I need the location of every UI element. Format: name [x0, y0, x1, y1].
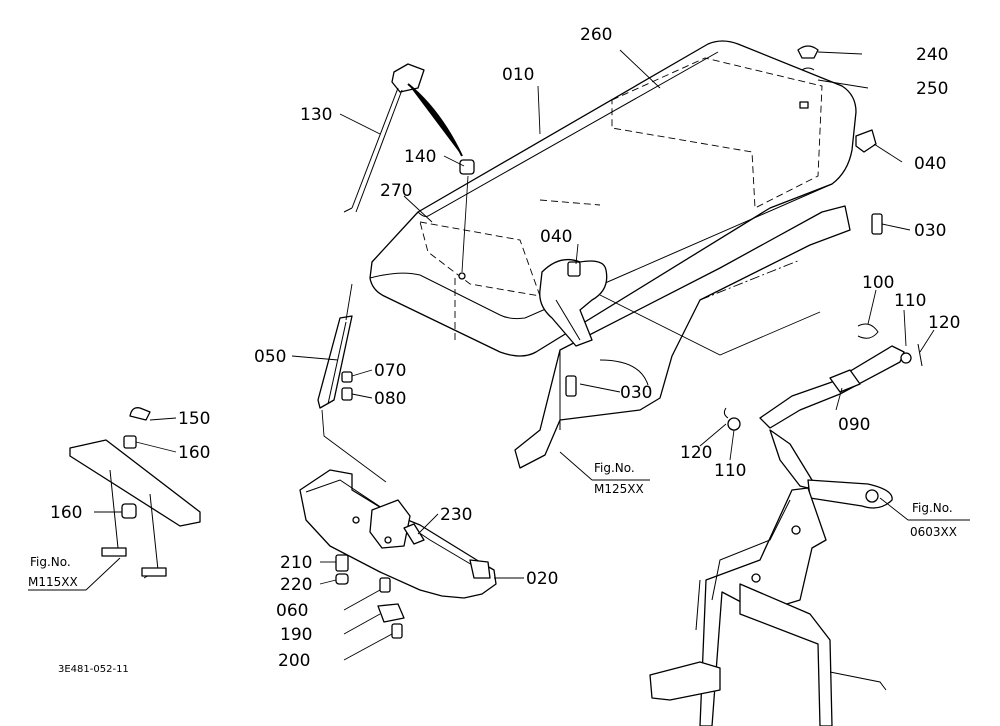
left-bracket — [69, 407, 201, 579]
figure-references: Fig.No. M125XX Fig.No. 0603XX Fig.No. M1… — [28, 461, 957, 589]
fig-ref-number-m125: M125XX — [594, 482, 644, 496]
callout-080: 080 — [374, 389, 406, 409]
support-rod-130 — [343, 63, 463, 213]
leader-lines — [28, 49, 970, 661]
fig-ref-label-m115: Fig.No. — [30, 555, 71, 569]
callout-110-left: 110 — [714, 461, 746, 481]
callout-270: 270 — [380, 181, 412, 201]
callout-030-lower: 030 — [620, 383, 652, 403]
top-right-hardware — [458, 45, 883, 397]
callout-160-lower: 160 — [50, 503, 82, 523]
fig-ref-label-0603: Fig.No. — [912, 501, 953, 515]
hood-010 — [369, 40, 857, 357]
front-bumper-020 — [299, 469, 497, 599]
hinge-arm-090 — [723, 323, 923, 431]
callout-240: 240 — [916, 45, 948, 65]
callout-220: 220 — [280, 575, 312, 595]
callout-250: 250 — [916, 79, 948, 99]
callout-040-right: 040 — [914, 154, 946, 174]
fig-ref-number-0603: 0603XX — [910, 525, 957, 539]
callout-120-left: 120 — [680, 443, 712, 463]
callout-060: 060 — [276, 601, 308, 621]
drawing-code: 3E481-052-11 — [58, 664, 129, 675]
callout-100: 100 — [862, 273, 894, 293]
callout-260: 260 — [580, 25, 612, 45]
callout-160-upper: 160 — [178, 443, 210, 463]
hood-bracket — [539, 258, 608, 347]
callout-050: 050 — [254, 347, 286, 367]
callout-120-right: 120 — [928, 313, 960, 333]
bottom-hardware — [335, 523, 425, 639]
callout-labels: 260 240 010 250 130 140 040 270 030 040 … — [50, 25, 960, 671]
callout-040-center: 040 — [540, 227, 572, 247]
callout-130: 130 — [300, 105, 332, 125]
callout-110-right: 110 — [894, 291, 926, 311]
callout-140: 140 — [404, 147, 436, 167]
callout-230: 230 — [440, 505, 472, 525]
callout-020: 020 — [526, 569, 558, 589]
callout-030-upper: 030 — [914, 221, 946, 241]
side-panel — [514, 205, 851, 469]
fig-ref-number-m115: M115XX — [28, 575, 78, 589]
callout-090: 090 — [838, 415, 870, 435]
callout-070: 070 — [374, 361, 406, 381]
fig-ref-label-m125: Fig.No. — [594, 461, 635, 475]
hinge-strap-050 — [317, 283, 387, 483]
callout-190: 190 — [280, 625, 312, 645]
tractor-frame — [649, 429, 893, 726]
callout-010: 010 — [502, 65, 534, 85]
callout-200: 200 — [278, 651, 310, 671]
callout-210: 210 — [280, 553, 312, 573]
callout-150: 150 — [178, 409, 210, 429]
